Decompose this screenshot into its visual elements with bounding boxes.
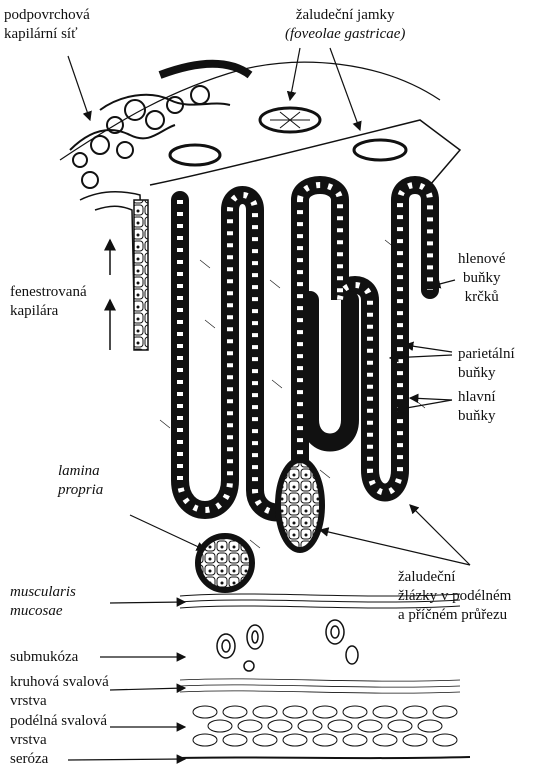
capillary-network	[70, 64, 250, 188]
gland-cross-section	[278, 460, 322, 550]
leader-lines	[68, 48, 470, 760]
label-submucosa: submukóza	[10, 648, 78, 667]
fenestrated-capillary	[80, 192, 148, 350]
gastric-pit	[170, 108, 406, 165]
serosa-line	[180, 757, 470, 758]
label-gastric-pits: žaludeční jamky(foveolae gastricae)	[285, 6, 405, 44]
gland-cross-section	[198, 536, 252, 590]
circular-muscle-layer	[180, 679, 460, 693]
longitudinal-muscle-layer	[193, 706, 457, 746]
label-serosa: seróza	[10, 750, 48, 769]
submucosa-vessels	[217, 620, 358, 671]
